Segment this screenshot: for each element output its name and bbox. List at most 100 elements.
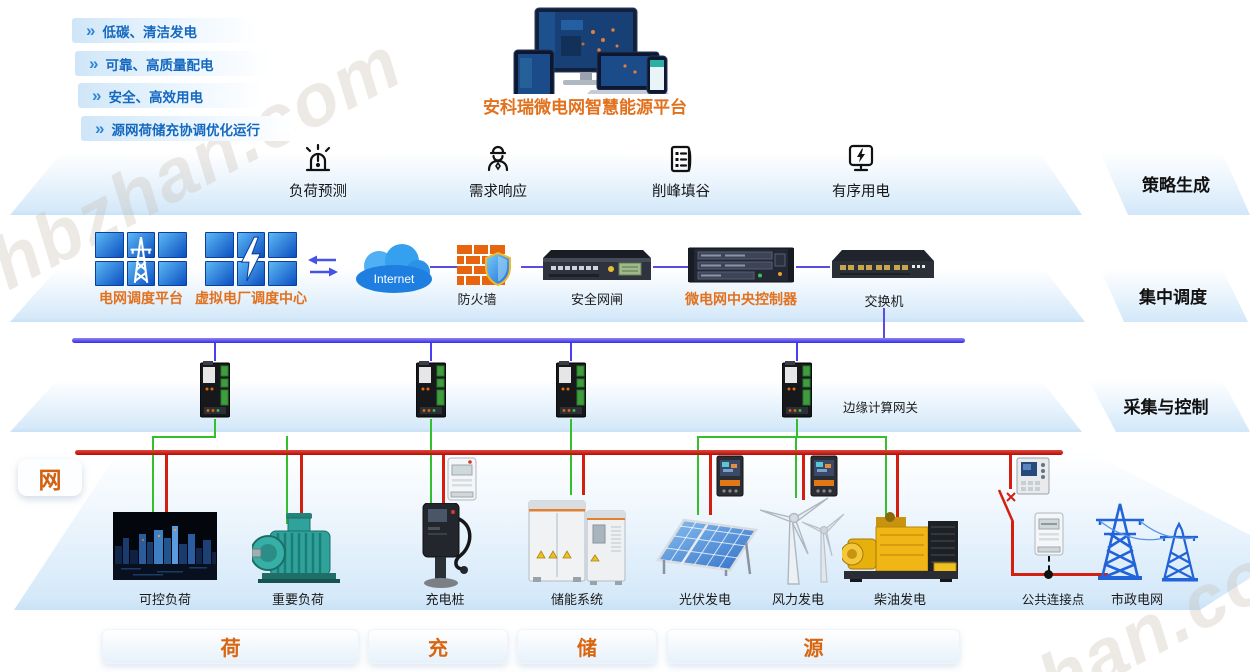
firewall-label: 防火墙 bbox=[457, 292, 497, 307]
strategy-item-orderly-power: 有序用电 bbox=[799, 143, 923, 201]
energy-storage-image bbox=[527, 493, 627, 593]
svg-text:Internet: Internet bbox=[374, 272, 415, 286]
feature-label: 低碳、清洁发电 bbox=[102, 24, 197, 40]
pcc-line bbox=[1011, 573, 1108, 576]
protection-relay-image bbox=[1016, 457, 1050, 500]
power-line-red bbox=[165, 455, 168, 513]
chevrons-icon: » bbox=[89, 54, 99, 73]
charging-pile-image bbox=[415, 502, 477, 593]
communication-bus-blue bbox=[72, 338, 965, 343]
tile bbox=[158, 260, 187, 286]
network-switch-label: 交换机 bbox=[864, 294, 904, 309]
power-line-red bbox=[300, 455, 303, 525]
bus-drop-line bbox=[796, 343, 798, 361]
edge-gateway-image bbox=[781, 361, 813, 424]
platform-title: 安科瑞微电网智慧能源平台 bbox=[483, 98, 687, 117]
control-line-green bbox=[152, 436, 216, 438]
category-tag-source: 源 bbox=[667, 629, 960, 664]
tile bbox=[205, 260, 234, 286]
control-line-green bbox=[795, 436, 797, 498]
band-label-text: 策略生成 bbox=[1142, 176, 1210, 195]
device-label: 储能系统 bbox=[550, 592, 603, 607]
grid-tag-label: 网 bbox=[38, 466, 62, 493]
control-line-green bbox=[286, 436, 288, 524]
strategy-item-peak-shaving: 削峰填谷 bbox=[619, 143, 743, 201]
tile bbox=[268, 260, 297, 286]
central-controller-label: 微电网中央控制器 bbox=[685, 291, 797, 307]
power-monitor-icon bbox=[848, 144, 874, 172]
pcc-line bbox=[1009, 455, 1012, 489]
device-label: 光伏发电 bbox=[678, 592, 731, 607]
category-tag-label: 储 bbox=[577, 638, 597, 660]
pcc-meter-image bbox=[1034, 512, 1064, 561]
checklist-icon bbox=[670, 145, 692, 173]
grid-tag-box: 网 bbox=[18, 459, 82, 496]
security-gateway-label: 安全网闸 bbox=[570, 292, 623, 307]
device-label: 风力发电 bbox=[771, 592, 824, 607]
tile bbox=[95, 232, 124, 258]
strategy-item-load-forecast: 负荷预测 bbox=[256, 143, 380, 201]
wind-turbines-image bbox=[752, 492, 848, 593]
collection-band bbox=[10, 379, 1082, 432]
security-gateway-image bbox=[543, 250, 651, 287]
power-line-red bbox=[802, 455, 805, 500]
switch-to-bus-line bbox=[883, 308, 885, 339]
category-tag-charge: 充 bbox=[368, 629, 508, 664]
tile bbox=[126, 232, 156, 258]
shield-icon bbox=[484, 251, 512, 291]
device-label: 市政电网 bbox=[1110, 592, 1163, 607]
tile bbox=[268, 232, 297, 258]
control-line-green bbox=[885, 436, 887, 520]
tile bbox=[158, 232, 187, 258]
device-label: 充电桩 bbox=[425, 592, 465, 607]
dispatch-band-label: 集中调度 bbox=[1100, 268, 1248, 322]
bus-drop-line bbox=[430, 343, 432, 361]
power-line-red bbox=[709, 455, 712, 515]
strategy-item-label: 削峰填谷 bbox=[652, 184, 710, 200]
device-label: 公共连接点 bbox=[1021, 593, 1085, 607]
strategy-band bbox=[10, 152, 1082, 215]
chevrons-icon: » bbox=[95, 119, 105, 138]
control-line-green bbox=[796, 419, 798, 437]
feature-bar: » 可靠、高质量配电 bbox=[75, 51, 271, 76]
control-line-green bbox=[152, 436, 154, 513]
important-load-motor-image bbox=[250, 505, 344, 590]
control-line-green bbox=[430, 419, 432, 505]
bus-drop-line bbox=[570, 343, 572, 361]
connector-line bbox=[521, 266, 545, 268]
diesel-generator-image bbox=[840, 505, 962, 588]
connector-line bbox=[653, 266, 689, 268]
vpp-dispatch-center-label: 虚拟电厂调度中心 bbox=[195, 290, 307, 306]
device-label: 柴油发电 bbox=[873, 592, 926, 607]
connector-line bbox=[430, 266, 458, 268]
control-line-green bbox=[697, 436, 699, 515]
strategy-band-label: 策略生成 bbox=[1100, 152, 1250, 215]
edge-gateway-label: 边缘计算网关 bbox=[843, 401, 919, 415]
control-line-green bbox=[570, 419, 572, 495]
chevrons-icon: » bbox=[92, 86, 102, 105]
pv-relay-image bbox=[716, 455, 744, 502]
device-label: 可控负荷 bbox=[138, 592, 191, 607]
strategy-item-demand-response: 需求响应 bbox=[436, 143, 560, 201]
edge-gateway-image bbox=[199, 361, 231, 424]
feature-label: 源网荷储充协调优化运行 bbox=[111, 122, 260, 138]
band-label-text: 集中调度 bbox=[1139, 287, 1207, 307]
bus-drop-line bbox=[214, 343, 216, 361]
central-controller-image bbox=[687, 246, 795, 289]
wind-relay-image bbox=[810, 455, 838, 502]
strategy-item-label: 负荷预测 bbox=[289, 184, 347, 200]
feature-bar: » 低碳、清洁发电 bbox=[72, 18, 258, 43]
transmission-tower-icon bbox=[130, 236, 152, 284]
siren-icon bbox=[305, 143, 331, 172]
pv-panels-image bbox=[650, 512, 762, 583]
chevrons-icon: » bbox=[86, 21, 96, 40]
feature-bar: » 安全、高效用电 bbox=[78, 83, 264, 108]
collection-band-label: 采集与控制 bbox=[1088, 379, 1250, 432]
power-line-red bbox=[442, 455, 445, 503]
feature-bar: » 源网荷储充协调优化运行 bbox=[81, 116, 295, 141]
strategy-item-label: 有序用电 bbox=[832, 184, 890, 200]
vpp-dispatch-center-image bbox=[205, 232, 297, 286]
strategy-item-label: 需求响应 bbox=[469, 184, 527, 200]
sync-arrows-icon bbox=[308, 255, 338, 277]
